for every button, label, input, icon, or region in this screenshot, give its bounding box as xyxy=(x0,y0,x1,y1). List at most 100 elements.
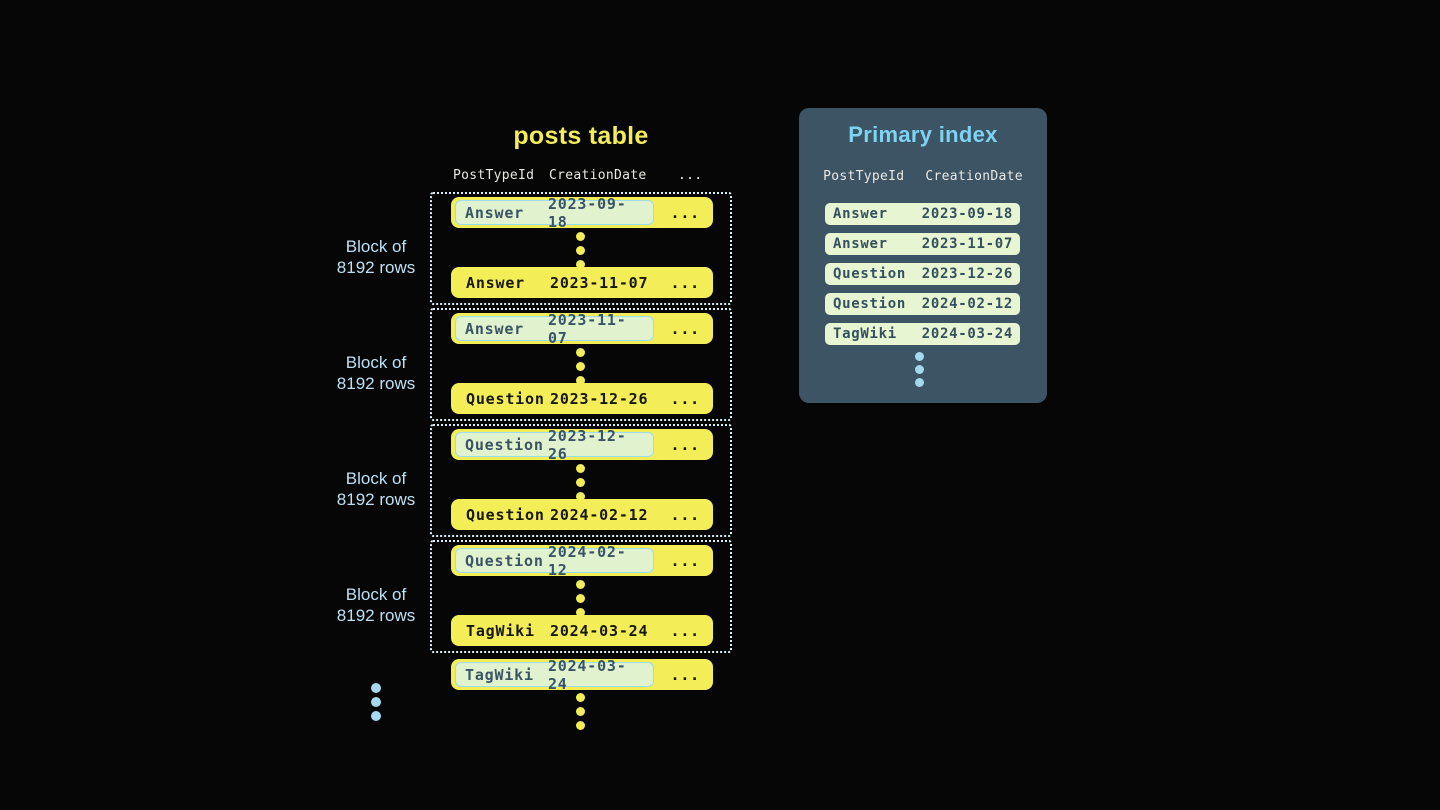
row-ellipsis: ... xyxy=(670,203,700,222)
row-ellipsis: ... xyxy=(670,319,700,338)
dot-icon xyxy=(576,693,585,702)
entry-posttype: Answer xyxy=(833,236,888,252)
block-label-line-1: Block of xyxy=(345,585,407,604)
entry-creationdate: 2023-12-26 xyxy=(921,266,1013,282)
entries-omitted-dots xyxy=(915,352,924,387)
rows-omitted-dots xyxy=(576,693,585,730)
block-label-line-2: 8192 rows xyxy=(336,489,416,509)
row-posttype: Question xyxy=(465,551,544,570)
row-posttype: TagWiki xyxy=(465,665,534,684)
row-posttype: Answer xyxy=(465,319,524,338)
block-3-last-row: Question 2024-02-12 ... xyxy=(451,499,713,530)
row-posttype: TagWiki xyxy=(466,621,535,640)
row-ellipsis: ... xyxy=(670,273,700,292)
primary-index-panel: Primary index PostTypeId CreationDate An… xyxy=(799,108,1047,403)
block-label-line-2: 8192 rows xyxy=(336,605,416,625)
dot-icon xyxy=(576,478,585,487)
block-label-line-1: Block of xyxy=(345,469,407,488)
dot-icon xyxy=(576,594,585,603)
dot-icon xyxy=(576,464,585,473)
index-column-posttypeid: PostTypeId xyxy=(823,169,905,184)
row-creationdate: 2024-02-12 xyxy=(550,505,649,524)
block-label-line-1: Block of xyxy=(345,353,407,372)
block-label-line-2: 8192 rows xyxy=(336,257,416,277)
dot-icon xyxy=(576,492,585,501)
block-4-last-row: TagWiki 2024-03-24 ... xyxy=(451,615,713,646)
posts-table-column-creationdate: CreationDate xyxy=(549,168,647,183)
dot-icon xyxy=(371,711,381,721)
dot-icon xyxy=(576,232,585,241)
posts-table-column-posttypeid: PostTypeId xyxy=(453,168,535,183)
index-entry: Question 2023-12-26 xyxy=(825,263,1020,285)
posts-table-column-ellipsis: ... xyxy=(678,168,703,183)
highlight-box: Question 2023-12-26 xyxy=(455,427,654,463)
rows-omitted-dots xyxy=(576,464,585,501)
highlight-box: Answer 2023-09-18 xyxy=(455,195,654,231)
block-2-outline xyxy=(430,308,732,421)
entry-creationdate: 2024-03-24 xyxy=(921,326,1013,342)
block-3-first-row: Question 2023-12-26 ... xyxy=(451,427,713,463)
rows-omitted-dots xyxy=(576,348,585,385)
dot-icon xyxy=(576,348,585,357)
block-label-line-1: Block of xyxy=(345,237,407,256)
row-ellipsis: ... xyxy=(670,505,700,524)
primary-index-title: Primary index xyxy=(848,122,998,147)
block-3-outline xyxy=(430,424,732,537)
highlight-box: Question 2024-02-12 xyxy=(455,543,654,579)
row-posttype: Answer xyxy=(466,273,525,292)
index-entry: Answer 2023-09-18 xyxy=(825,203,1020,225)
block-3-label: Block of 8192 rows xyxy=(296,469,456,510)
row-creationdate: 2024-03-24 xyxy=(547,656,627,693)
index-column-creationdate: CreationDate xyxy=(925,169,1023,184)
blocks-omitted-dots xyxy=(371,683,381,721)
dot-icon xyxy=(371,697,381,707)
rows-omitted-dots xyxy=(576,580,585,617)
row-creationdate: 2024-02-12 xyxy=(547,542,627,579)
dot-icon xyxy=(915,378,924,387)
block-4-outline xyxy=(430,540,732,653)
row-posttype: Question xyxy=(466,505,545,524)
index-entry: Answer 2023-11-07 xyxy=(825,233,1020,255)
block-label-line-2: 8192 rows xyxy=(336,373,416,393)
highlight-box: Answer 2023-11-07 xyxy=(455,311,654,347)
entry-posttype: TagWiki xyxy=(833,326,897,342)
entry-creationdate: 2023-11-07 xyxy=(921,236,1013,252)
next-block-first-row: TagWiki 2024-03-24 ... xyxy=(451,657,713,693)
rows-omitted-dots xyxy=(576,232,585,269)
primary-index-header: PostTypeId CreationDate xyxy=(799,169,1047,184)
dot-icon xyxy=(576,246,585,255)
dot-icon xyxy=(576,580,585,589)
entry-posttype: Question xyxy=(833,296,907,312)
posts-table-title: posts table xyxy=(513,122,649,150)
block-1-last-row: Answer 2023-11-07 ... xyxy=(451,267,713,298)
block-1-label: Block of 8192 rows xyxy=(296,237,456,278)
block-2-last-row: Question 2023-12-26 ... xyxy=(451,383,713,414)
row-posttype: Question xyxy=(465,435,544,454)
entry-creationdate: 2024-02-12 xyxy=(921,296,1013,312)
index-entry: Question 2024-02-12 xyxy=(825,293,1020,315)
dot-icon xyxy=(576,707,585,716)
block-2-label: Block of 8192 rows xyxy=(296,353,456,394)
dot-icon xyxy=(576,260,585,269)
row-creationdate: 2023-12-26 xyxy=(550,389,649,408)
row-posttype: Question xyxy=(466,389,545,408)
dot-icon xyxy=(371,683,381,693)
row-creationdate: 2023-12-26 xyxy=(547,426,627,463)
row-ellipsis: ... xyxy=(670,621,700,640)
dot-icon xyxy=(576,376,585,385)
dot-icon xyxy=(915,365,924,374)
block-1-first-row: Answer 2023-09-18 ... xyxy=(451,195,713,231)
entry-posttype: Question xyxy=(833,266,907,282)
row-ellipsis: ... xyxy=(670,551,700,570)
block-2-first-row: Answer 2023-11-07 ... xyxy=(451,311,713,347)
index-entry: TagWiki 2024-03-24 xyxy=(825,323,1020,345)
highlight-box: TagWiki 2024-03-24 xyxy=(455,657,654,693)
row-creationdate: 2023-11-07 xyxy=(547,310,627,347)
block-4-label: Block of 8192 rows xyxy=(296,585,456,626)
block-1-outline xyxy=(430,192,732,305)
row-ellipsis: ... xyxy=(670,389,700,408)
dot-icon xyxy=(576,362,585,371)
entry-creationdate: 2023-09-18 xyxy=(921,206,1013,222)
row-creationdate: 2023-11-07 xyxy=(550,273,649,292)
